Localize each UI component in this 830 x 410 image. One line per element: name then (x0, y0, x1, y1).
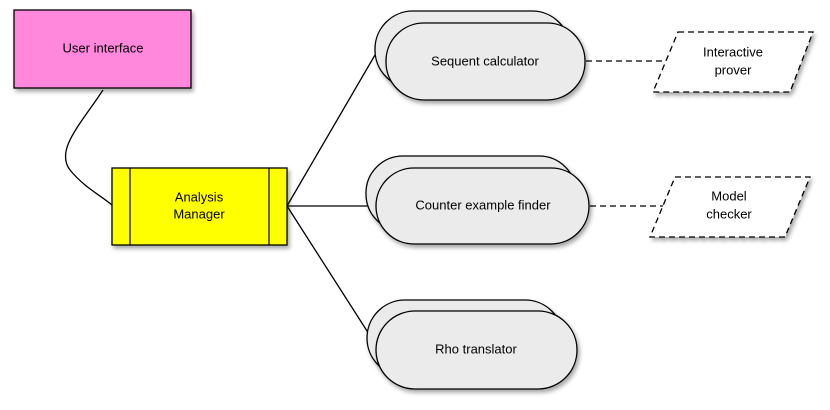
analysis-manager-box (111, 167, 288, 246)
counter-example-finder-label: Counter example finder (415, 197, 551, 212)
connector-ui-to-manager (64, 89, 113, 206)
counter-example-finder-front-shape (375, 167, 590, 245)
analysis-manager-label-line2: Manager (173, 206, 225, 221)
interactive-prover-label-line1: Interactive (703, 44, 763, 59)
rho-translator-front-shape (375, 310, 578, 390)
model-checker-label-line2: checker (706, 206, 752, 221)
sequent-calculator-node: Sequent calculator (374, 10, 586, 101)
rho-translator-label: Rho translator (435, 341, 517, 356)
sequent-calculator-label: Sequent calculator (431, 53, 539, 68)
model-checker-node: Model checker (649, 176, 811, 238)
connector-manager-to-rho (286, 205, 377, 346)
interactive-prover-shape (652, 31, 814, 93)
user-interface-box (13, 9, 192, 89)
user-interface-label: User interface (63, 40, 144, 55)
connector-manager-to-sequent (286, 54, 376, 207)
user-interface-node: User interface (13, 9, 192, 89)
model-checker-shape (649, 176, 811, 238)
rho-translator-node: Rho translator (366, 299, 578, 390)
counter-example-finder-node: Counter example finder (365, 155, 590, 245)
model-checker-label-line1: Model (711, 188, 747, 203)
analysis-manager-node: Analysis Manager (111, 167, 288, 246)
interactive-prover-label-line2: prover (715, 62, 753, 77)
interactive-prover-node: Interactive prover (652, 31, 814, 93)
analysis-manager-label-line1: Analysis (175, 189, 224, 204)
sequent-calculator-front-shape (385, 22, 586, 101)
